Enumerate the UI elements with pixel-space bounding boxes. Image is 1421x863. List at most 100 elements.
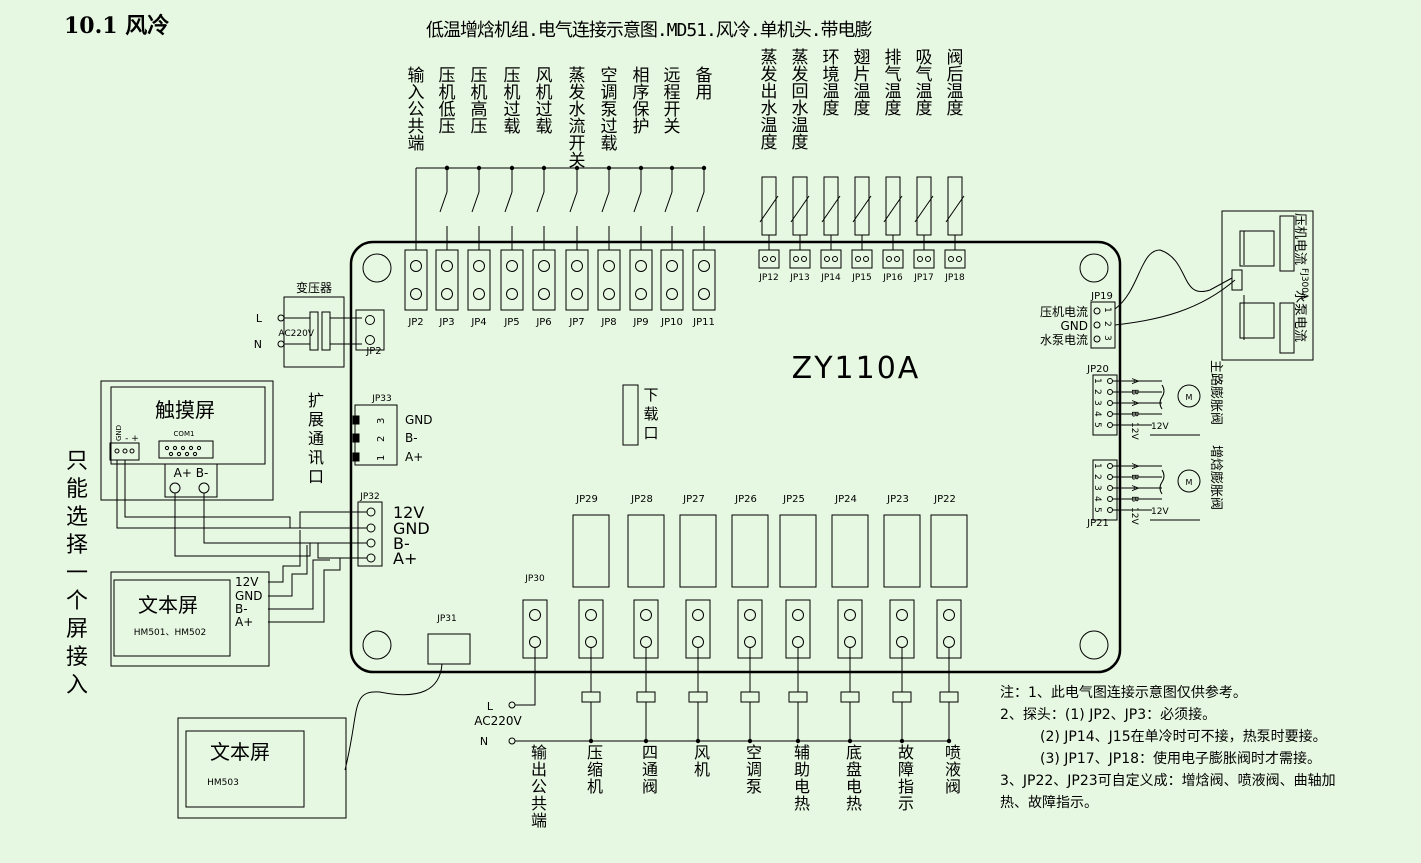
svg-text:关: 关 (569, 151, 586, 171)
ac-voltage-label: AC220V (278, 329, 314, 339)
connector-pin (366, 523, 376, 533)
connector-pin (366, 553, 376, 563)
svg-text:发: 发 (761, 65, 778, 85)
junction-dot (795, 738, 801, 744)
jp30-label: JP30 (524, 574, 545, 584)
relay-jp-label: JP27 (682, 494, 705, 505)
sensor-jp-label: JP16 (882, 273, 903, 283)
input-jp-label: JP7 (568, 317, 584, 328)
output-label-8: 喷液阀 (945, 743, 961, 796)
svg-text:阀: 阀 (947, 48, 964, 68)
input-connector (692, 249, 716, 311)
svg-text:后: 后 (947, 65, 964, 85)
input-connector (500, 249, 524, 311)
connector-pin (506, 260, 518, 272)
connector-pin (666, 288, 678, 300)
svg-text:低: 低 (439, 100, 456, 120)
power-terminal (277, 314, 285, 322)
svg-text:泵: 泵 (601, 100, 618, 120)
text-screen-2-inner (185, 730, 305, 808)
svg-text:调: 调 (601, 83, 618, 103)
svg-text:助: 助 (794, 760, 810, 779)
eev-pin-num: 4 (1092, 496, 1102, 502)
jp32-pin-label: GND (393, 519, 430, 538)
text-screen-1-title: 文本屏 (138, 593, 198, 617)
ct-sensor (1231, 269, 1243, 291)
download-port (622, 384, 639, 446)
svg-text:盘: 盘 (846, 760, 862, 779)
jp2-power-label: JP2 (365, 346, 381, 357)
ntc-slash (852, 195, 872, 223)
connector-pin (666, 260, 678, 272)
relay-block (731, 514, 769, 588)
connector-pin (792, 636, 804, 648)
ct-ring (1239, 302, 1275, 339)
note-line-3: (2) JP14、J15在单冷时可不接，热泵时要接。 (1040, 729, 1327, 745)
svg-text:温: 温 (823, 82, 840, 102)
svg-text:用: 用 (696, 83, 713, 103)
connector-pin (172, 445, 178, 451)
svg-text:阀: 阀 (642, 777, 658, 796)
connector-pin (603, 260, 615, 272)
load-symbol (740, 691, 760, 703)
jp33-pin-label: GND (405, 413, 433, 427)
svg-text:端: 端 (408, 134, 425, 154)
connector-pin (1107, 400, 1113, 406)
current-transformer-box (1221, 210, 1314, 361)
text-screen-1-pin: B- (235, 602, 248, 616)
output-label-7: 故障指示 (898, 743, 914, 813)
svg-text:压: 压 (439, 117, 456, 137)
svg-text:蒸: 蒸 (792, 48, 809, 68)
connector-pin (585, 636, 597, 648)
connector-pin (762, 256, 768, 262)
svg-text:喷: 喷 (945, 743, 961, 762)
output-label-2: 四通阀 (642, 743, 658, 796)
svg-text:风: 风 (694, 743, 710, 762)
text-screen-1-pin: GND (235, 589, 263, 603)
switch-blade (439, 191, 448, 213)
rs485-12v-wire (116, 460, 367, 529)
svg-text:境: 境 (823, 65, 840, 85)
connector-pin (698, 260, 710, 272)
connector-pin (441, 288, 453, 300)
note-line-6: 热、故障指示。 (1000, 795, 1098, 811)
connector-pin (640, 609, 652, 621)
transformer-coil (321, 311, 331, 351)
ac-l-label: L (256, 312, 263, 325)
load-symbol (688, 691, 708, 703)
connector-pin (824, 256, 830, 262)
junction-dot (643, 738, 649, 744)
rs485-b-wire (174, 493, 367, 557)
eev-pin-label: 12V (1129, 507, 1139, 525)
svg-text:护: 护 (633, 117, 650, 137)
input-connector (467, 249, 491, 311)
switch-blade (471, 191, 480, 213)
ct-label-1: 压机电流 (1292, 213, 1307, 265)
connector-pin (473, 260, 485, 272)
svg-text:择: 择 (66, 533, 88, 558)
jp19-label: JP19 (1090, 291, 1113, 302)
touch-power-connector (109, 442, 140, 461)
ntc-probe (854, 176, 870, 236)
pin-tab (352, 433, 360, 443)
jp33-pin-num: 1 (376, 455, 387, 461)
svg-text:能: 能 (66, 477, 88, 502)
connector-pin (793, 256, 799, 262)
svg-text:度: 度 (885, 99, 902, 119)
relay-jp-label: JP22 (933, 494, 956, 505)
svg-text:载: 载 (536, 117, 553, 137)
eev-pin-num: 2 (1092, 474, 1102, 480)
jp32-pin-label: B- (393, 534, 410, 553)
svg-text:翅: 翅 (854, 48, 871, 68)
relay-block (779, 514, 817, 588)
relay-block (679, 514, 717, 588)
connector-pin (1107, 378, 1113, 384)
svg-text:阀: 阀 (945, 777, 961, 796)
jp19-pin-num: 1 (1102, 307, 1112, 313)
connector-pin (1107, 411, 1113, 417)
connector-pin (640, 636, 652, 648)
sensor-jp-label: JP18 (944, 273, 965, 283)
